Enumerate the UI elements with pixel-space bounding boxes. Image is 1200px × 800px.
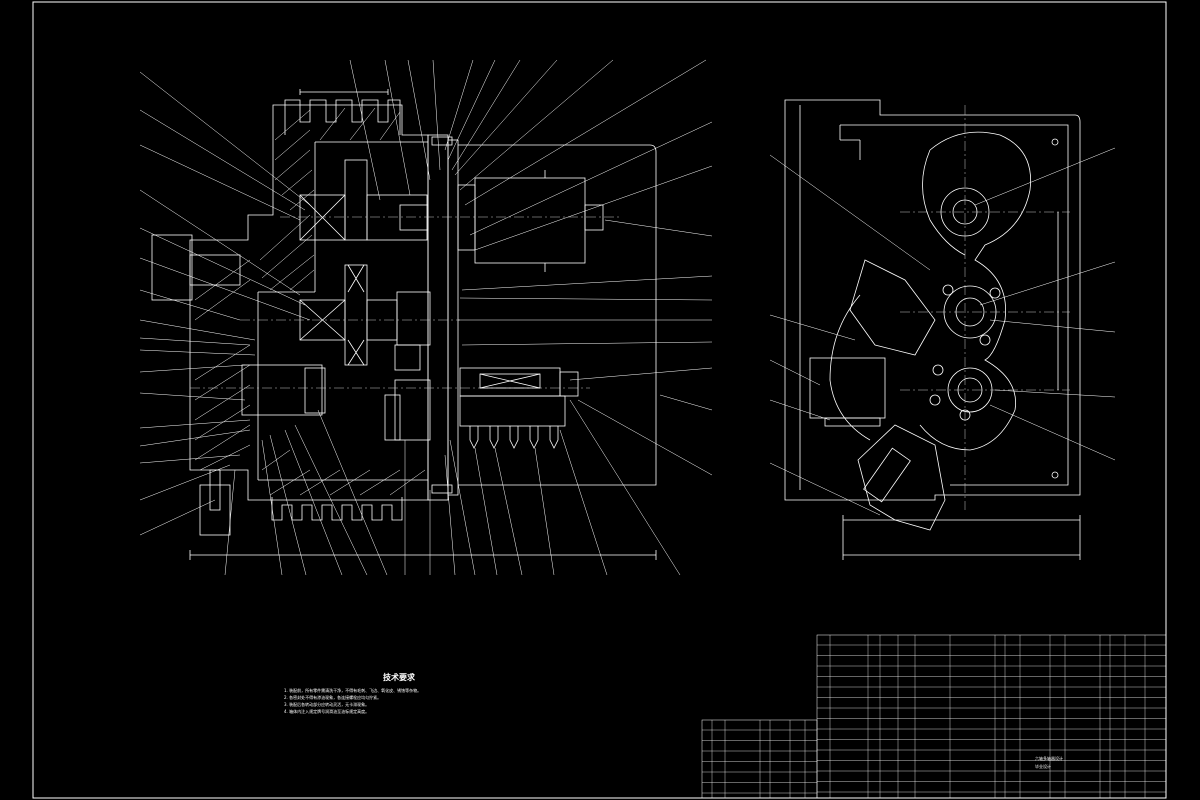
leader-lines-right <box>769 147 1116 516</box>
note-line: 3. 装配后各转动部分应转动灵活，无卡滞现象。 <box>284 702 370 707</box>
end-view <box>784 99 1081 560</box>
notes-title: 技术要求 <box>383 673 415 682</box>
technical-requirements: 技术要求 1. 装配前，所有零件需清洗干净，不得有毛刺、飞边、氧化皮、锈蚀等杂物… <box>284 672 514 715</box>
note-line: 1. 装配前，所有零件需清洗干净，不得有毛刺、飞边、氧化皮、锈蚀等杂物。 <box>284 688 422 693</box>
note-line: 2. 各密封处不得有渗油现象，各连接螺栓应均匀拧紧。 <box>284 695 382 700</box>
section-view <box>151 89 657 560</box>
drawing-title: 六轴多轴器设计 <box>1035 756 1063 761</box>
note-line: 4. 箱体内注入规定牌号润滑油至油标规定高度。 <box>284 709 370 714</box>
title-block: 六轴多轴器设计 毕业设计 <box>1035 755 1063 771</box>
company-label: 毕业设计 <box>1035 764 1051 769</box>
parts-table-rows <box>702 635 1166 798</box>
drawing-border <box>32 1 1167 799</box>
leader-lines-left <box>139 59 713 576</box>
parts-table <box>701 634 1167 799</box>
